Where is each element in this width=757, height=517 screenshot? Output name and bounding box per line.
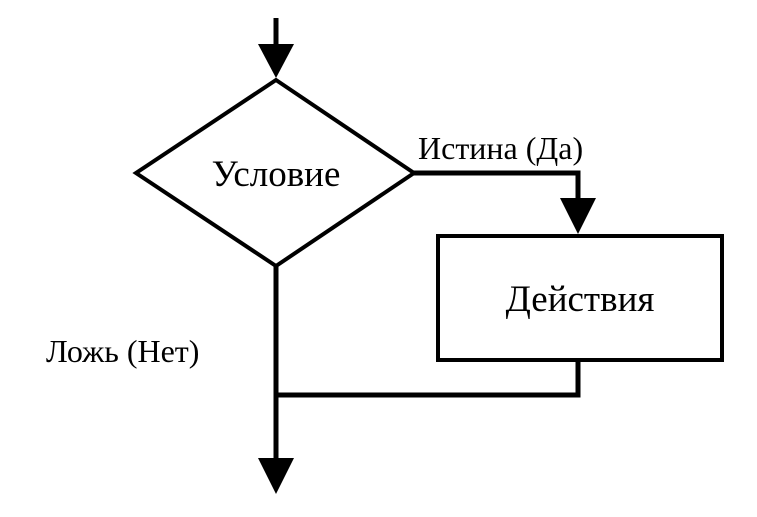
action-return-line: [276, 360, 581, 398]
exit-arrowhead: [258, 458, 294, 494]
action-label: Действия: [506, 279, 655, 320]
decision-label: Условие: [212, 154, 341, 195]
true-branch-label: Истина (Да): [418, 130, 583, 166]
true-branch-arrowhead: [560, 198, 596, 234]
true-branch-line: [412, 170, 581, 202]
false-branch-label: Ложь (Нет): [46, 333, 199, 369]
action-box: [436, 234, 724, 362]
entry-arrowhead: [258, 44, 294, 78]
